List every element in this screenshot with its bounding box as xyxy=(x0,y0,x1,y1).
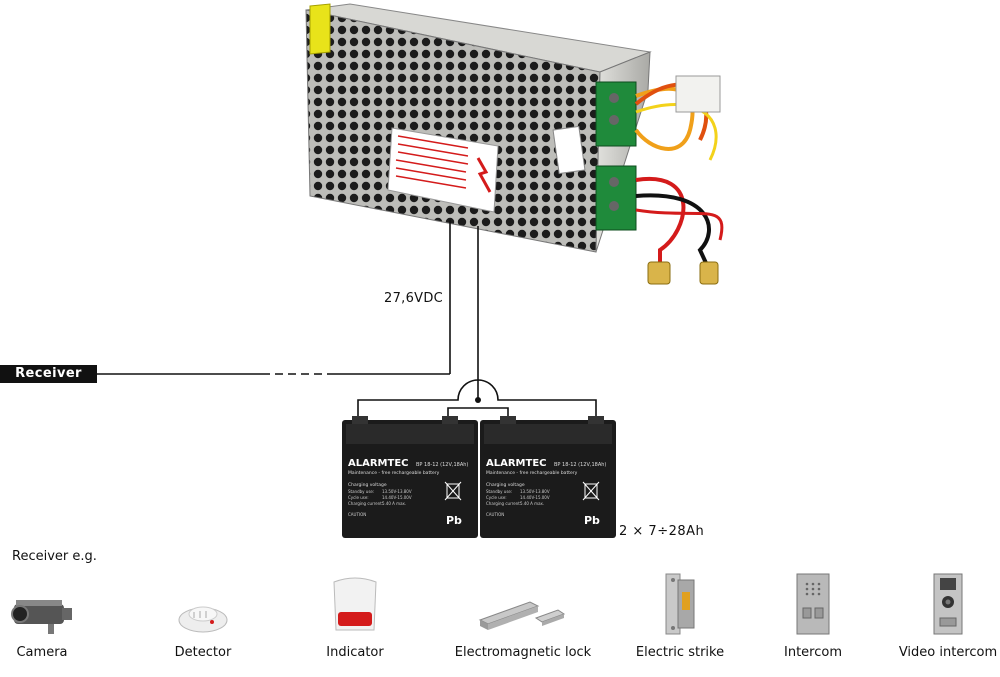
battery-1-charging-value-2: 14.40V-15.00V xyxy=(382,495,412,500)
device-electric-strike: Electric strike xyxy=(605,570,755,661)
battery-1-brand: ALARMTEC xyxy=(348,458,409,469)
battery-1-charging-title: Charging voltage xyxy=(348,482,387,488)
voltage-label: 27,6VDC xyxy=(384,291,444,306)
receivers-heading: Receiver e.g. xyxy=(12,549,97,564)
battery-1: ALARMTEC BP 18-12 (12V,18Ah) Maintenance… xyxy=(342,416,478,538)
battery-1-charging-line-3: Charging current: xyxy=(348,501,383,506)
device-label: Electromagnetic lock xyxy=(454,645,592,660)
electric-strike-icon xyxy=(665,573,695,635)
battery-1-charging-value-1: 13.50V-13.80V xyxy=(382,489,412,494)
camera-icon xyxy=(11,600,72,634)
power-supply-unit xyxy=(305,3,724,285)
device-electromagnetic-lock: Electromagnetic lock xyxy=(448,570,598,661)
battery-1-caution: CAUTION xyxy=(348,512,366,517)
battery-1-chem: Pb xyxy=(446,514,462,527)
device-indicator: Indicator xyxy=(280,570,430,661)
battery-2-charging-line-2: Cycle use: xyxy=(486,495,507,500)
battery-2-chem: Pb xyxy=(584,514,600,527)
battery-2-model: BP 18-12 (12V,18Ah) xyxy=(554,462,606,468)
battery-2-subtitle: Maintenance - free rechargeable battery xyxy=(486,470,578,476)
device-label: Intercom xyxy=(784,645,842,660)
battery-1-charging-line-1: Standby use: xyxy=(348,489,374,494)
device-label: Camera xyxy=(16,645,68,660)
wiring xyxy=(97,220,597,422)
battery-1-model: BP 18-12 (12V,18Ah) xyxy=(416,462,468,468)
recycle-bin-icon xyxy=(582,481,600,501)
battery-2-brand: ALARMTEC xyxy=(486,458,547,469)
electromagnetic-lock-icon xyxy=(478,601,566,630)
battery-2-charging-value-3: 5.40 A max. xyxy=(520,501,544,506)
device-label: Detector xyxy=(174,645,232,660)
intercom-icon xyxy=(796,573,830,635)
receiver-tag: Receiver xyxy=(0,365,97,383)
device-detector: Detector xyxy=(128,570,278,661)
detector-icon xyxy=(178,606,228,633)
indicator-icon xyxy=(333,577,377,631)
battery-1-subtitle: Maintenance - free rechargeable battery xyxy=(348,470,440,476)
battery-2-charging-title: Charging voltage xyxy=(486,482,525,488)
battery-2-charging-line-1: Standby use: xyxy=(486,489,512,494)
battery-2-charging-line-3: Charging current: xyxy=(486,501,521,506)
device-intercom: Intercom xyxy=(738,570,888,661)
battery-2-charging-value-1: 13.50V-13.80V xyxy=(520,489,550,494)
device-label: Indicator xyxy=(326,645,384,660)
battery-capacity-label: 2 × 7÷28Ah xyxy=(619,524,705,539)
battery-1-charging-line-2: Cycle use: xyxy=(348,495,369,500)
battery-1-charging-value-3: 5.40 A max. xyxy=(382,501,406,506)
battery-2: ALARMTEC BP 18-12 (12V,18Ah) Maintenance… xyxy=(480,416,616,538)
device-video-intercom: Video intercom xyxy=(873,570,1000,661)
recycle-bin-icon xyxy=(444,481,462,501)
battery-2-caution: CAUTION xyxy=(486,512,504,517)
device-label: Video intercom xyxy=(898,645,998,660)
junction-dot xyxy=(475,397,481,403)
device-label: Electric strike xyxy=(635,645,725,660)
battery-2-charging-value-2: 14.40V-15.00V xyxy=(520,495,550,500)
video-intercom-icon xyxy=(933,573,963,635)
device-camera: Camera xyxy=(0,570,117,661)
